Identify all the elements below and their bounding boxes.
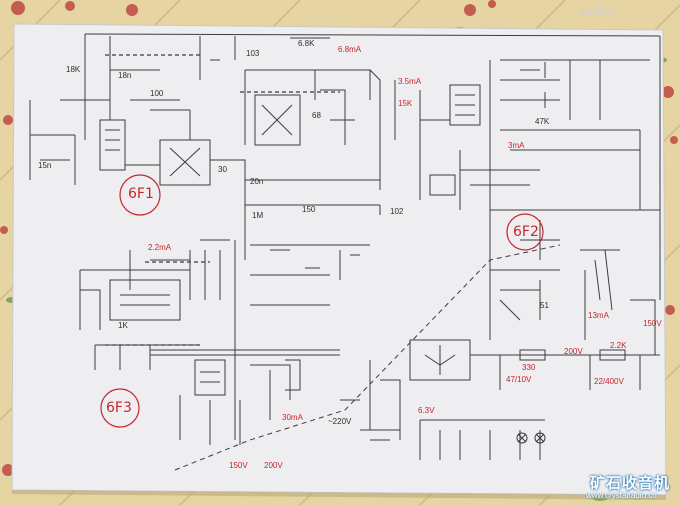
watermark: taoBao: [580, 6, 615, 18]
label-30: 30: [218, 165, 227, 174]
label-22-400v: 22/400V: [594, 377, 624, 386]
label-6-8ma: 6.8mA: [338, 45, 362, 54]
tube-markers: [100, 174, 544, 428]
label-20n: 20n: [250, 177, 264, 186]
label-150v-right: 150V: [643, 319, 662, 328]
label-18k: 18K: [66, 65, 81, 74]
label-30ma: 30mA: [282, 413, 303, 422]
tube-shield-dashes: [105, 54, 340, 346]
label-13ma: 13mA: [588, 311, 609, 320]
label-3-5ma: 3.5mA: [398, 77, 422, 86]
label-6-3v: 6.3V: [418, 406, 435, 415]
label-150: 150: [302, 205, 316, 214]
site-logo-text: 矿石收音机: [590, 474, 671, 492]
tube-label-6f3: 6F3: [106, 400, 132, 416]
label-1m: 1M: [252, 211, 264, 220]
shield-dashed-line: [174, 244, 561, 471]
label-200v-bottom: 200V: [264, 461, 283, 470]
flower-decorations: [0, 0, 678, 476]
label-1k: 1K: [118, 321, 128, 330]
site-logo-url: www.crystalradio.cn: [586, 491, 657, 500]
label-2-2ma: 2.2mA: [148, 243, 172, 252]
label-2-2k: 2.2K: [610, 341, 627, 350]
label-15k: 15K: [398, 99, 413, 108]
label-6-8k: 6.8K: [298, 39, 315, 48]
pilot-lamps: [516, 432, 546, 444]
label-330: 330: [522, 363, 536, 372]
label-47k: 47K: [535, 117, 550, 126]
label-47-10v: 47/10V: [506, 375, 532, 384]
label-200v-psu: 200V: [564, 347, 583, 356]
tube-label-6f1: 6F1: [128, 186, 154, 202]
paper-shadow: [12, 490, 666, 500]
label-100: 100: [150, 89, 164, 98]
tube-label-6f2: 6F2: [513, 224, 539, 240]
label-102: 102: [390, 207, 404, 216]
label-18n: 18n: [118, 71, 132, 80]
label-150v-bottom: 150V: [229, 461, 248, 470]
label-220v-ac: ~220V: [328, 417, 352, 426]
label-3ma: 3mA: [508, 141, 525, 150]
label-51: 51: [540, 301, 549, 310]
label-15n: 15n: [38, 161, 52, 170]
label-103: 103: [246, 49, 260, 58]
label-68: 68: [312, 111, 321, 120]
site-logo: 矿石收音机 www.crystalradio.cn: [572, 470, 680, 505]
